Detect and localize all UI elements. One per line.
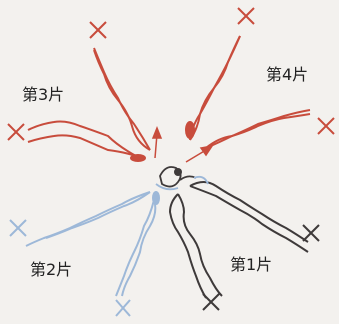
piece-label-2: 第2片 bbox=[30, 260, 72, 279]
piece-label-3: 第3片 bbox=[22, 85, 64, 104]
arrow-icon bbox=[151, 125, 214, 163]
piece-label-1: 第1片 bbox=[230, 255, 272, 274]
x-mark-icon bbox=[202, 224, 320, 311]
x-mark-icon bbox=[237, 7, 335, 135]
x-mark-icon bbox=[9, 219, 131, 317]
piece-label-4: 第4片 bbox=[266, 65, 308, 84]
piece-4-chain bbox=[185, 35, 311, 149]
piece-1-chain bbox=[168, 181, 309, 299]
x-mark-icon bbox=[7, 21, 107, 141]
slip-stitch-icon bbox=[155, 166, 209, 191]
piece-3-chain bbox=[27, 47, 151, 162]
piece-2-chain bbox=[25, 191, 160, 297]
